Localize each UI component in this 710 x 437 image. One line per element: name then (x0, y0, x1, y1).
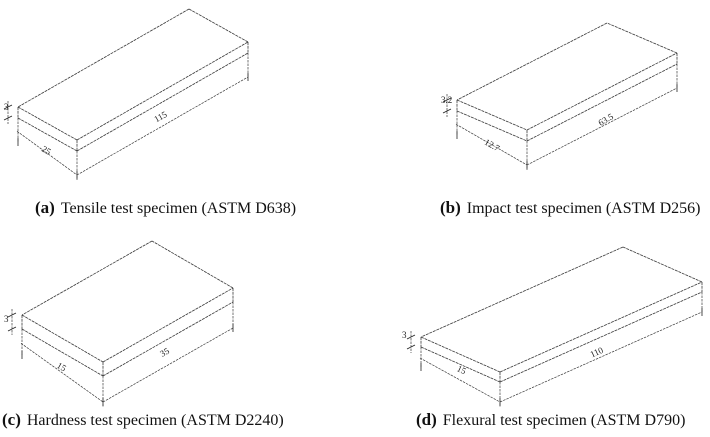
width-label-d: 15 (455, 363, 468, 376)
length-label-d: 110 (589, 345, 606, 360)
edge-b (456, 99, 528, 131)
length-dimension-line-d (499, 311, 703, 403)
caption-letter-b: (b) (440, 198, 461, 217)
edge-d (420, 246, 624, 338)
dimension-tick-a (3, 115, 13, 121)
caption-letter-a: (a) (35, 198, 55, 217)
dimension-tick-b (442, 108, 452, 114)
length-label-c: 35 (158, 345, 171, 358)
length-dimension-line-c (102, 327, 234, 403)
length-dimension-line-a (76, 76, 249, 176)
thickness-label-d: 3 (402, 330, 407, 340)
width-label-c: 15 (55, 360, 68, 373)
edge-a (17, 106, 78, 141)
edge-d (420, 346, 501, 383)
edge-b (526, 63, 678, 142)
caption-letter-d: (d) (416, 410, 437, 429)
length-label-b: 63.5 (596, 111, 615, 128)
edge-a (76, 52, 249, 152)
thickness-label-c: 3 (4, 314, 9, 324)
width-dimension-line-a (16, 130, 78, 176)
edge-b (456, 110, 528, 142)
edge-c (102, 287, 234, 363)
width-dimension-line-b (455, 123, 528, 166)
length-dimension-line-b (526, 87, 678, 166)
edge-c (102, 301, 234, 377)
caption-text-b: Impact test specimen (ASTM D256) (466, 200, 701, 217)
edge-c (21, 314, 104, 363)
edge-a (17, 8, 190, 108)
edge-b (526, 52, 678, 131)
edge-b (606, 22, 678, 54)
thickness-label-b: 3.2 (441, 95, 452, 105)
edge-d (499, 291, 703, 383)
width-label-a: 25 (40, 144, 53, 157)
thickness-label-a: 3 (4, 102, 9, 112)
edge-d (622, 246, 703, 283)
edge-a (188, 8, 249, 43)
width-dimension-line-d (419, 357, 501, 403)
edge-c (21, 240, 153, 316)
caption-c: (c) Hardness test specimen (ASTM D2240) (2, 410, 284, 430)
edge-c (21, 328, 104, 377)
width-label-b: 12.7 (483, 137, 502, 154)
caption-text-c: Hardness test specimen (ASTM D2240) (26, 412, 284, 429)
caption-letter-c: (c) (2, 410, 21, 429)
caption-d: (d) Flexural test specimen (ASTM D790) (416, 410, 685, 430)
edge-a (76, 41, 249, 141)
edge-c (151, 240, 234, 289)
length-label-a: 115 (152, 109, 169, 124)
caption-text-d: Flexural test specimen (ASTM D790) (442, 412, 686, 429)
caption-b: (b) Impact test specimen (ASTM D256) (440, 198, 701, 218)
edge-b (456, 22, 608, 101)
caption-text-a: Tensile test specimen (ASTM D638) (60, 200, 297, 217)
edge-d (420, 336, 501, 373)
caption-a: (a) Tensile test specimen (ASTM D638) (35, 198, 296, 218)
edge-d (499, 281, 703, 373)
width-dimension-line-c (20, 343, 104, 403)
